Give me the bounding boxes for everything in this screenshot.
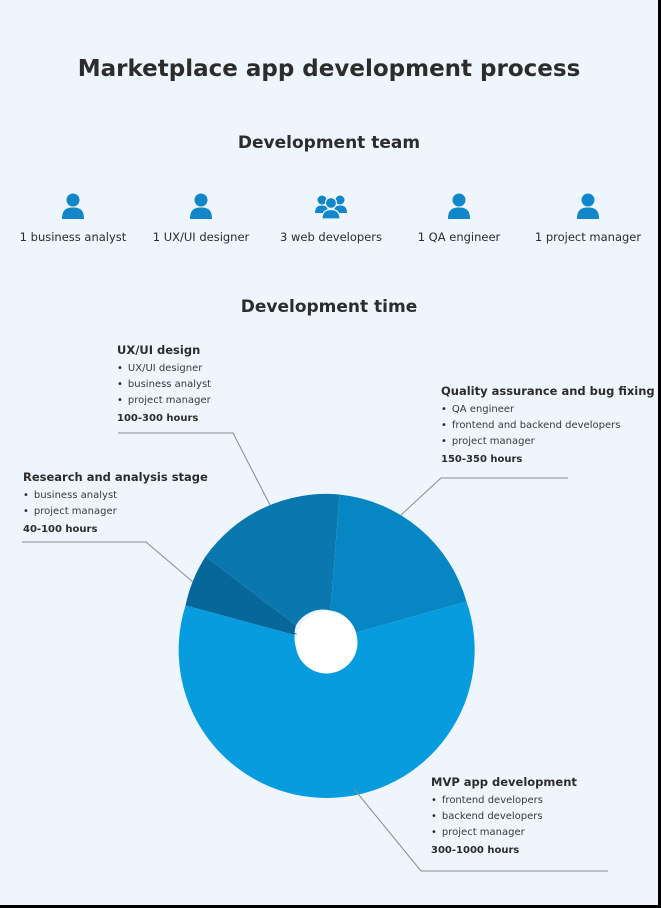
team-member-web-developers: 3 web developers: [261, 192, 401, 244]
leader-line-mvp: [353, 788, 608, 872]
stage-roles: business analyst project manager: [23, 488, 208, 520]
stage-mvp-development: MVP app development frontend developers …: [431, 775, 577, 856]
stage-role: QA engineer: [441, 402, 655, 418]
team-heading: Development team: [237, 133, 421, 153]
stage-research-analysis: Research and analysis stage business ana…: [23, 470, 208, 535]
team-member-label: 3 web developers: [280, 230, 382, 244]
team-member-project-manager: 1 project manager: [518, 192, 658, 244]
pie-center-hole: [295, 611, 358, 674]
time-heading: Development time: [240, 297, 418, 317]
group-icon: [315, 195, 347, 220]
stage-role: project manager: [441, 434, 655, 450]
stage-ux-ui-design: UX/UI design UX/UI designer business ana…: [117, 343, 211, 424]
person-icon: [62, 193, 84, 219]
pie-slice-research: [185, 556, 299, 635]
person-icon: [190, 193, 212, 219]
stage-role: project manager: [431, 825, 577, 841]
stage-hours: 100-300 hours: [117, 413, 199, 424]
stage-role: frontend and backend developers: [441, 418, 655, 434]
stage-role: UX/UI designer: [117, 361, 211, 377]
stage-role: project manager: [117, 393, 211, 409]
stage-role: business analyst: [117, 377, 211, 393]
pie-slice-ux-ui-design: [205, 493, 340, 626]
stage-hours: 300-1000 hours: [431, 845, 520, 856]
stage-roles: QA engineer frontend and backend develop…: [441, 402, 655, 450]
pie-slice-mvp: [178, 601, 475, 798]
stage-hours: 40-100 hours: [23, 524, 98, 535]
stage-roles: frontend developers backend developers p…: [431, 793, 577, 841]
team-member-business-analyst: 1 business analyst: [3, 192, 143, 244]
team-member-qa-engineer: 1 QA engineer: [389, 192, 529, 244]
team-member-label: 1 UX/UI designer: [152, 230, 250, 244]
leader-line-qa: [400, 477, 568, 516]
stage-role: business analyst: [23, 488, 208, 504]
person-icon: [577, 193, 599, 219]
stage-role: frontend developers: [431, 793, 577, 809]
person-icon: [448, 193, 470, 219]
stage-hours: 150-350 hours: [441, 454, 523, 465]
team-member-label: 1 project manager: [534, 230, 642, 244]
stage-role: backend developers: [431, 809, 577, 825]
stage-quality-assurance: Quality assurance and bug fixing QA engi…: [441, 384, 655, 465]
leader-line-ux-ui: [118, 432, 271, 506]
stage-roles: UX/UI designer business analyst project …: [117, 361, 211, 409]
stage-role: project manager: [23, 504, 208, 520]
stage-name: Research and analysis stage: [23, 470, 208, 484]
team-member-ux-ui-designer: 1 UX/UI designer: [131, 192, 271, 244]
pie-slice-qa: [330, 494, 467, 633]
leader-line-research: [22, 541, 194, 583]
stage-name: Quality assurance and bug fixing: [441, 384, 655, 398]
page-title: Marketplace app development process: [77, 56, 581, 82]
team-member-label: 1 QA engineer: [417, 230, 501, 244]
team-member-label: 1 business analyst: [19, 230, 127, 244]
stage-name: MVP app development: [431, 775, 577, 789]
stage-name: UX/UI design: [117, 343, 201, 357]
